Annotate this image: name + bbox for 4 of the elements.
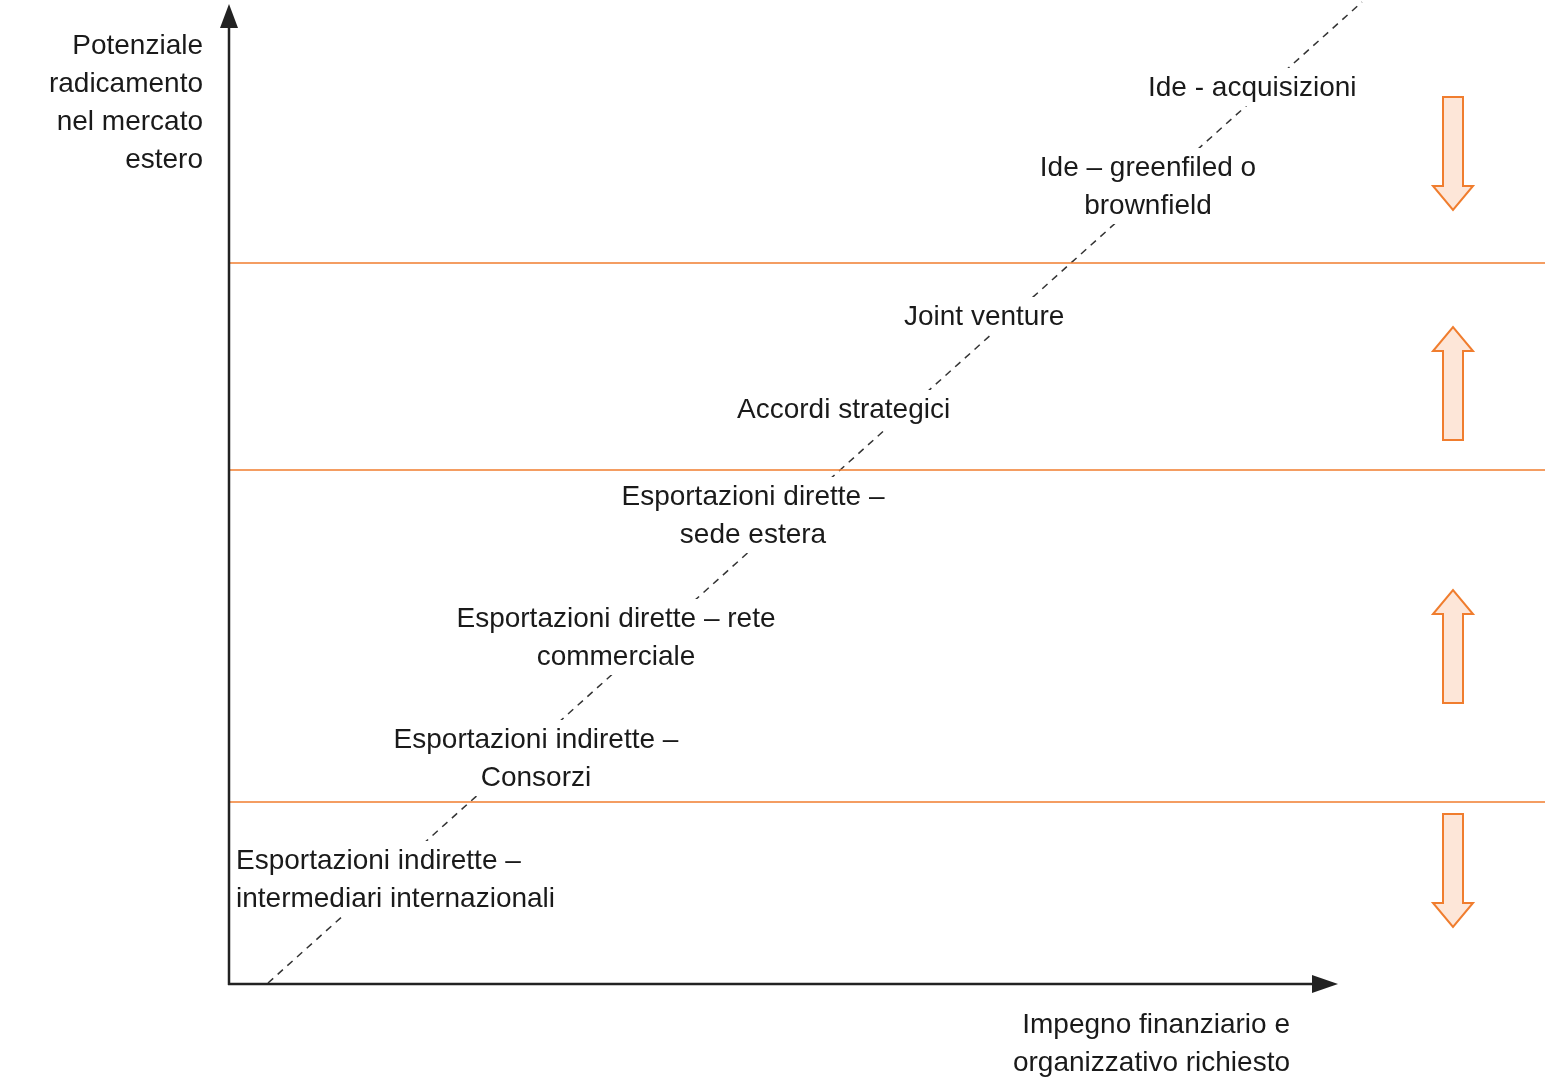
mode-label: Esportazioni dirette – rete commerciale <box>455 599 777 675</box>
mode-label: Ide - acquisizioni <box>1148 68 1357 106</box>
mode-label: Joint venture <box>904 297 1065 335</box>
mode-label: Accordi strategici <box>737 390 951 428</box>
